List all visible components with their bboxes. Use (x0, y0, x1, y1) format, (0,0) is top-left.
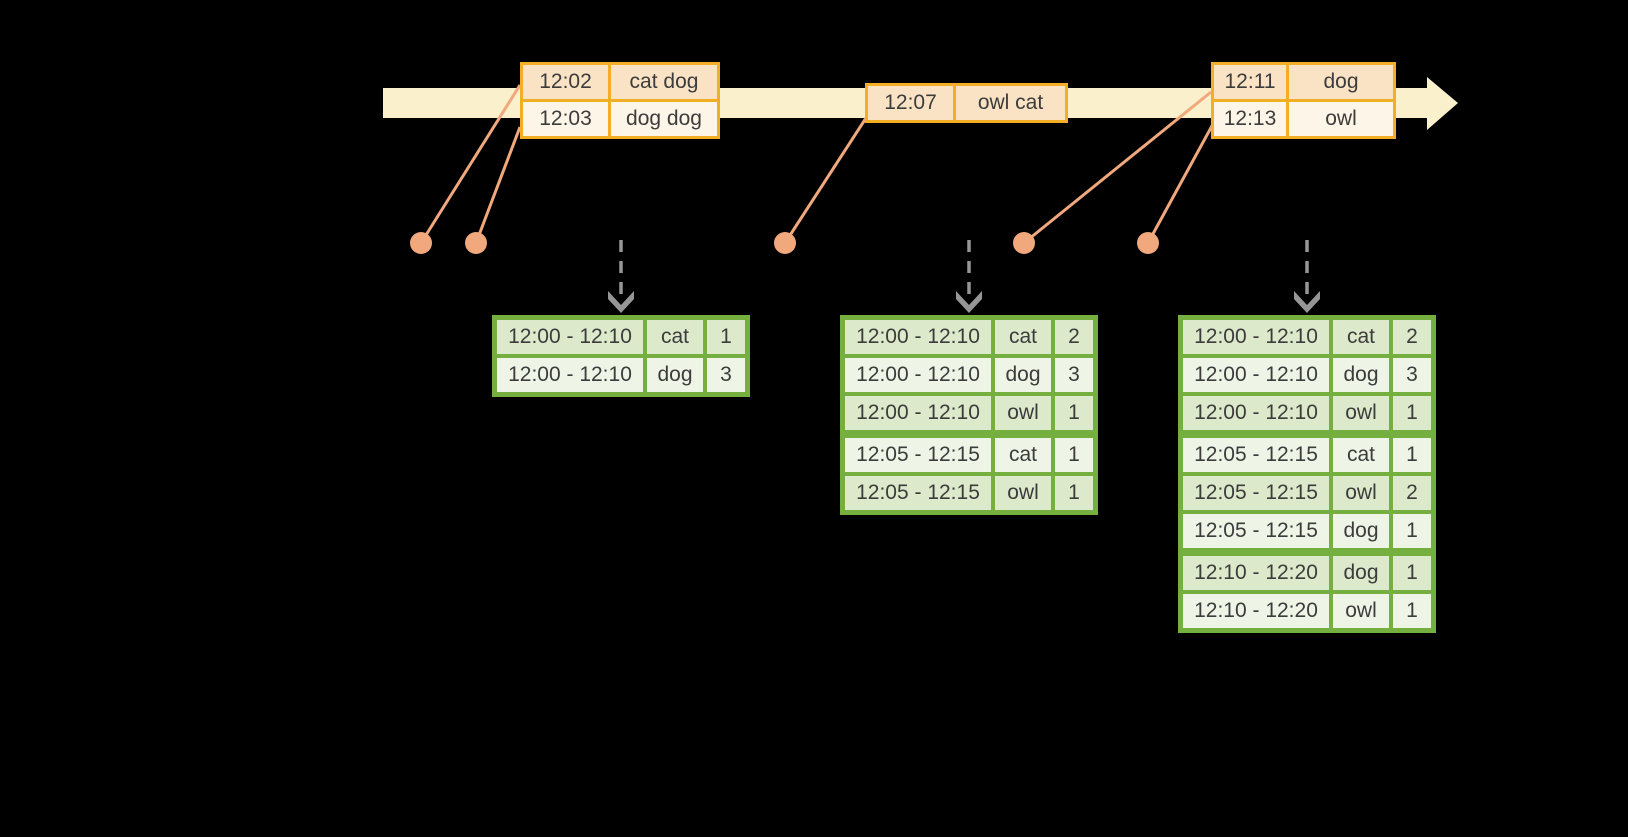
window-cell: 12:05 - 12:15 (1183, 514, 1329, 548)
event-table-1: 12:02 cat dog 12:03 dog dog (520, 62, 720, 139)
result-row: 12:05 - 12:15 dog 1 (1183, 514, 1431, 548)
result-row: 12:00 - 12:10 dog 3 (845, 358, 1093, 392)
result-row: 12:05 - 12:15 cat 1 (845, 438, 1093, 472)
count-cell: 2 (1393, 476, 1431, 510)
window-cell: 12:00 - 12:10 (497, 358, 643, 392)
event-words: dog dog (611, 102, 717, 136)
window-cell: 12:00 - 12:10 (497, 320, 643, 354)
event-row: 12:02 cat dog (523, 65, 717, 99)
result-table-3: 12:00 - 12:10 cat 2 12:00 - 12:10 dog 3 … (1178, 315, 1436, 633)
result-row: 12:00 - 12:10 cat 1 (497, 320, 745, 354)
result-row: 12:00 - 12:10 owl 1 (845, 396, 1093, 430)
result-row: 12:00 - 12:10 dog 3 (497, 358, 745, 392)
count-cell: 1 (1393, 594, 1431, 628)
count-cell: 1 (1393, 514, 1431, 548)
event-words: dog (1289, 65, 1393, 99)
event-connector-line (783, 117, 868, 244)
result-row: 12:05 - 12:15 owl 2 (1183, 476, 1431, 510)
count-cell: 1 (707, 320, 745, 354)
event-connector-line (1023, 90, 1212, 245)
result-row: 12:05 - 12:15 owl 1 (845, 476, 1093, 510)
event-dot (465, 232, 487, 254)
result-row: 12:10 - 12:20 dog 1 (1183, 556, 1431, 590)
window-cell: 12:05 - 12:15 (1183, 476, 1329, 510)
event-words: owl (1289, 102, 1393, 136)
window-cell: 12:00 - 12:10 (1183, 396, 1329, 430)
word-cell: cat (995, 320, 1051, 354)
event-dot (774, 232, 796, 254)
result-table-2: 12:00 - 12:10 cat 2 12:00 - 12:10 dog 3 … (840, 315, 1098, 515)
count-cell: 1 (1055, 476, 1093, 510)
count-cell: 2 (1393, 320, 1431, 354)
trigger-arrow-icon (1294, 240, 1320, 313)
word-cell: dog (1333, 556, 1389, 590)
event-table-2: 12:07 owl cat (865, 83, 1068, 123)
window-cell: 12:00 - 12:10 (845, 320, 991, 354)
word-cell: owl (995, 476, 1051, 510)
word-cell: cat (647, 320, 703, 354)
word-cell: dog (995, 358, 1051, 392)
event-table-3: 12:11 dog 12:13 owl (1211, 62, 1396, 139)
word-cell: owl (995, 396, 1051, 430)
count-cell: 3 (1393, 358, 1431, 392)
event-row: 12:03 dog dog (523, 102, 717, 136)
result-table-1: 12:00 - 12:10 cat 1 12:00 - 12:10 dog 3 (492, 315, 750, 397)
count-cell: 1 (1055, 438, 1093, 472)
event-time: 12:07 (868, 86, 953, 120)
word-cell: owl (1333, 476, 1389, 510)
word-cell: cat (1333, 320, 1389, 354)
word-cell: cat (1333, 438, 1389, 472)
window-cell: 12:00 - 12:10 (845, 358, 991, 392)
count-cell: 1 (1393, 556, 1431, 590)
window-cell: 12:10 - 12:20 (1183, 556, 1329, 590)
count-cell: 3 (707, 358, 745, 392)
event-time: 12:13 (1214, 102, 1286, 136)
window-cell: 12:00 - 12:10 (1183, 358, 1329, 392)
word-cell: dog (1333, 514, 1389, 548)
result-row: 12:05 - 12:15 cat 1 (1183, 438, 1431, 472)
event-connector-line (419, 84, 522, 244)
event-time: 12:03 (523, 102, 608, 136)
window-cell: 12:00 - 12:10 (845, 396, 991, 430)
event-time: 12:02 (523, 65, 608, 99)
window-cell: 12:10 - 12:20 (1183, 594, 1329, 628)
window-cell: 12:05 - 12:15 (1183, 438, 1329, 472)
count-cell: 1 (1393, 438, 1431, 472)
count-cell: 3 (1055, 358, 1093, 392)
event-words: cat dog (611, 65, 717, 99)
trigger-arrow-icon (956, 240, 982, 313)
result-row: 12:00 - 12:10 cat 2 (845, 320, 1093, 354)
event-row: 12:07 owl cat (868, 86, 1065, 120)
word-cell: dog (1333, 358, 1389, 392)
event-connector-line (474, 126, 522, 244)
event-dot (1013, 232, 1035, 254)
result-row: 12:00 - 12:10 owl 1 (1183, 396, 1431, 430)
event-connector-line (1146, 123, 1215, 244)
count-cell: 2 (1055, 320, 1093, 354)
event-row: 12:13 owl (1214, 102, 1393, 136)
trigger-arrow-icon (608, 240, 634, 313)
word-cell: dog (647, 358, 703, 392)
result-row: 12:00 - 12:10 dog 3 (1183, 358, 1431, 392)
word-cell: cat (995, 438, 1051, 472)
result-row: 12:00 - 12:10 cat 2 (1183, 320, 1431, 354)
word-cell: owl (1333, 396, 1389, 430)
event-row: 12:11 dog (1214, 65, 1393, 99)
event-words: owl cat (956, 86, 1065, 120)
result-row: 12:10 - 12:20 owl 1 (1183, 594, 1431, 628)
count-cell: 1 (1393, 396, 1431, 430)
word-cell: owl (1333, 594, 1389, 628)
window-cell: 12:00 - 12:10 (1183, 320, 1329, 354)
window-cell: 12:05 - 12:15 (845, 438, 991, 472)
count-cell: 1 (1055, 396, 1093, 430)
event-dot (1137, 232, 1159, 254)
event-time: 12:11 (1214, 65, 1286, 99)
window-cell: 12:05 - 12:15 (845, 476, 991, 510)
event-dot (410, 232, 432, 254)
